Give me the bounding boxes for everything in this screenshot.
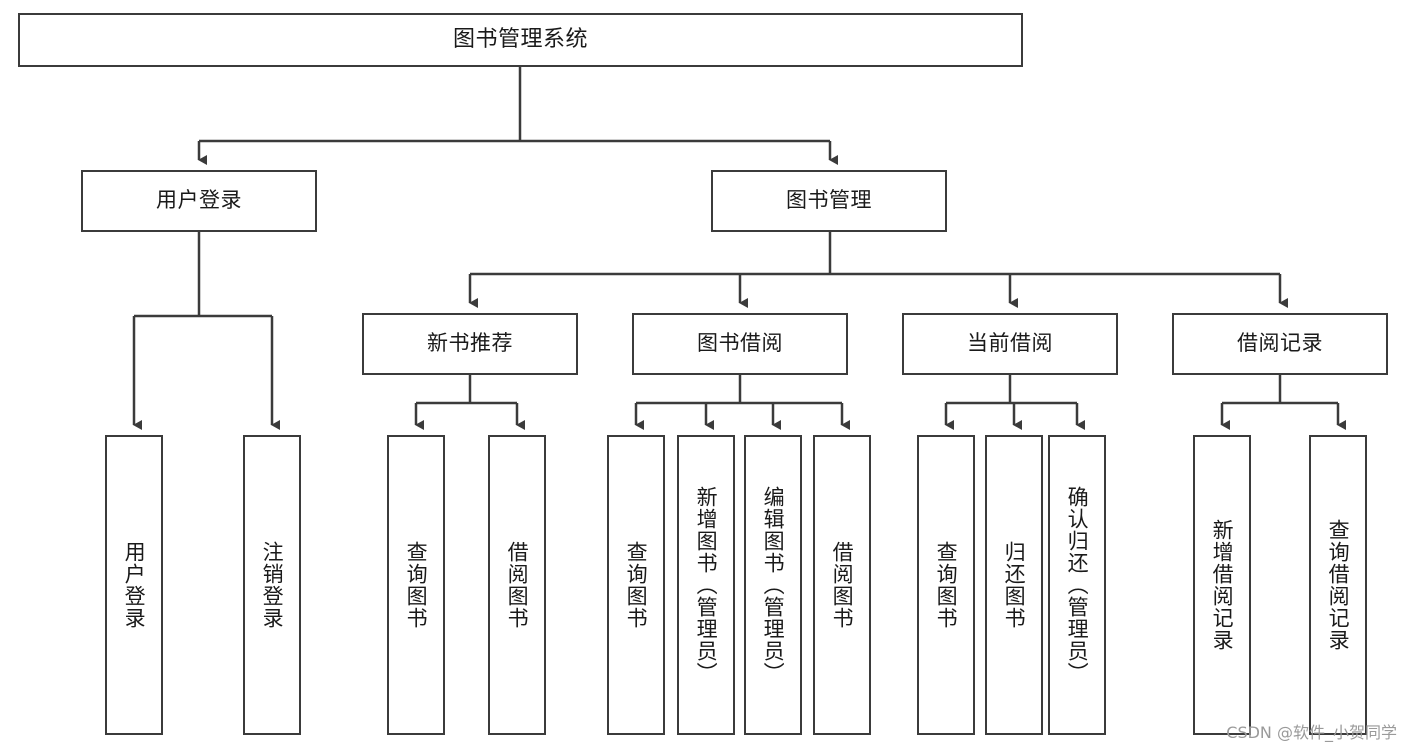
leaf-query-book-current[interactable]: 查询图书 xyxy=(917,435,975,735)
node-label: 图书管理 xyxy=(786,188,872,213)
connector-bookborrow-to-leaves xyxy=(634,375,850,430)
node-label: 新增借阅记录 xyxy=(1210,519,1235,651)
connector-currentborrow-to-leaves xyxy=(944,375,1085,430)
node-label: 注销登录 xyxy=(260,541,285,629)
node-label: 借阅图书 xyxy=(830,541,855,629)
node-label: 新增图书（管理员） xyxy=(694,486,719,684)
node-label: 编辑图书（管理员） xyxy=(761,486,786,684)
leaf-query-book-newbook[interactable]: 查询图书 xyxy=(387,435,445,735)
leaf-edit-book-admin[interactable]: 编辑图书（管理员） xyxy=(744,435,802,735)
node-borrow-record[interactable]: 借阅记录 xyxy=(1172,313,1388,375)
node-label: 用户登录 xyxy=(156,188,242,213)
leaf-confirm-return-admin[interactable]: 确认归还（管理员） xyxy=(1048,435,1106,735)
connector-newbook-to-leaves xyxy=(414,375,525,430)
node-book-borrow[interactable]: 图书借阅 xyxy=(632,313,848,375)
node-label: 查询借阅记录 xyxy=(1326,519,1351,651)
node-label: 借阅图书 xyxy=(505,541,530,629)
node-label: 新书推荐 xyxy=(427,331,513,356)
leaf-borrow-book[interactable]: 借阅图书 xyxy=(813,435,871,735)
leaf-logout-login[interactable]: 注销登录 xyxy=(243,435,301,735)
node-current-borrow[interactable]: 当前借阅 xyxy=(902,313,1118,375)
node-book-management[interactable]: 图书管理 xyxy=(711,170,947,232)
node-label: 确认归还（管理员） xyxy=(1065,486,1090,684)
node-label: 归还图书 xyxy=(1002,541,1027,629)
node-label: 查询图书 xyxy=(404,541,429,629)
node-label: 图书管理系统 xyxy=(452,26,588,52)
leaf-borrow-book-newbook[interactable]: 借阅图书 xyxy=(488,435,546,735)
node-user-login[interactable]: 用户登录 xyxy=(81,170,317,232)
leaf-return-book[interactable]: 归还图书 xyxy=(985,435,1043,735)
node-label: 用户登录 xyxy=(122,541,147,629)
leaf-add-book-admin[interactable]: 新增图书（管理员） xyxy=(677,435,735,735)
connector-borrowrecord-to-leaves xyxy=(1220,375,1346,430)
connector-bookmgmt-to-level3 xyxy=(468,232,1288,308)
node-root-book-management-system[interactable]: 图书管理系统 xyxy=(18,13,1023,67)
connector-userlogin-to-leaves xyxy=(132,232,280,430)
node-label: 查询图书 xyxy=(624,541,649,629)
node-label: 图书借阅 xyxy=(697,331,783,356)
node-label: 当前借阅 xyxy=(967,331,1053,356)
leaf-add-borrow-record[interactable]: 新增借阅记录 xyxy=(1193,435,1251,735)
connector-root-to-level2 xyxy=(197,67,838,165)
node-label: 借阅记录 xyxy=(1237,331,1323,356)
node-label: 查询图书 xyxy=(934,541,959,629)
leaf-query-book-borrow[interactable]: 查询图书 xyxy=(607,435,665,735)
node-new-book-recommend[interactable]: 新书推荐 xyxy=(362,313,578,375)
leaf-user-login[interactable]: 用户登录 xyxy=(105,435,163,735)
leaf-query-borrow-record[interactable]: 查询借阅记录 xyxy=(1309,435,1367,735)
